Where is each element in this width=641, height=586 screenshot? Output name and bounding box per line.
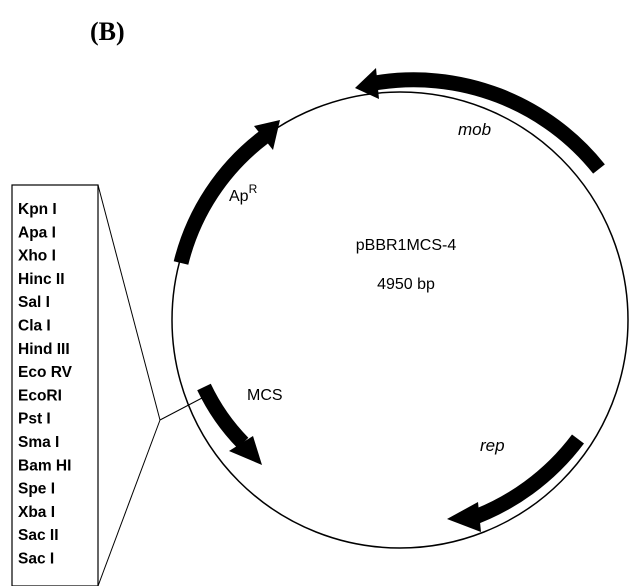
mob-gene-arc — [373, 72, 605, 174]
resistance-gene-label-main: Ap — [229, 188, 249, 205]
restriction-site-item: Cla I — [18, 318, 51, 335]
resistance-gene-label-superscript: R — [249, 182, 258, 196]
rep-gene-arrowhead — [447, 502, 481, 532]
mob-gene-label: mob — [458, 120, 491, 139]
rep-gene-arc — [464, 434, 584, 528]
restriction-site-item: Apa I — [18, 224, 56, 241]
plasmid-size: 4950 bp — [377, 276, 435, 293]
restriction-site-item: Sal I — [18, 294, 50, 311]
restriction-site-box — [11, 184, 99, 586]
callout-connector — [159, 397, 203, 421]
mcs-region-arc — [197, 383, 249, 449]
restriction-site-item: Hinc II — [18, 271, 65, 288]
mcs-region-arrowhead — [229, 436, 262, 465]
resistance-gene-label: ApR — [229, 182, 258, 205]
restriction-site-item: Xho I — [18, 248, 56, 265]
rep-gene-label: rep — [480, 436, 505, 455]
plasmid-name: pBBR1MCS-4 — [356, 237, 457, 254]
apr-gene-arrowhead — [254, 120, 280, 150]
restriction-site-item: Sac II — [18, 527, 59, 544]
callout-line-top — [97, 184, 161, 421]
restriction-site-item: EcoRI — [18, 387, 62, 404]
restriction-site-item: Bam HI — [18, 457, 71, 474]
restriction-site-item: Pst I — [18, 411, 51, 428]
plasmid-backbone — [171, 91, 629, 549]
callout-line-bottom — [97, 419, 161, 586]
restriction-site-item: Eco RV — [18, 364, 73, 381]
restriction-site-item: Kpn I — [18, 201, 57, 218]
restriction-site-item: Sma I — [18, 434, 59, 451]
restriction-site-item: Xba I — [18, 504, 55, 521]
panel-label: (B) — [90, 17, 125, 46]
restriction-site-item: Sac I — [18, 551, 54, 568]
restriction-site-list: Kpn I Apa I Xho I Hinc II Sal I Cla I Hind III… — [18, 201, 73, 568]
restriction-site-item: Hind III — [18, 341, 70, 358]
mcs-label: MCS — [247, 387, 283, 404]
mob-gene-arrowhead — [355, 68, 379, 99]
apr-gene-arc — [173, 131, 269, 265]
restriction-site-item: Spe I — [18, 481, 55, 498]
